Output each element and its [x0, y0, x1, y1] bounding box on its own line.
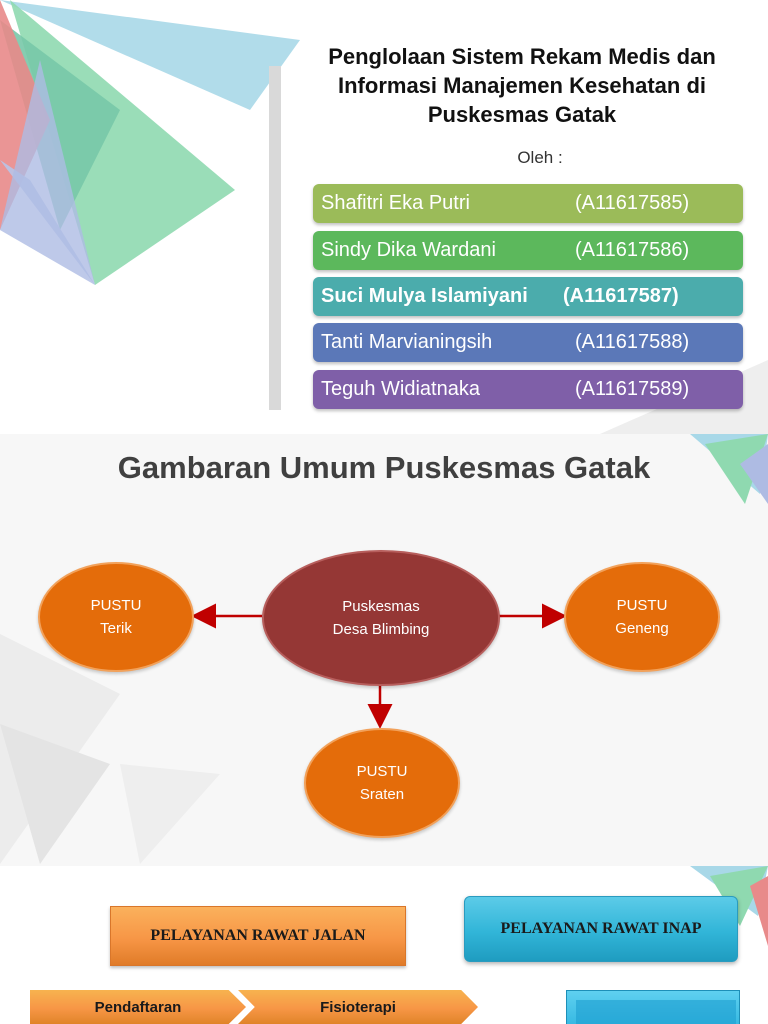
member-row: Tanti Marvianingsih (A11617588) — [313, 323, 743, 362]
member-name: Suci Mulya Islamiyani — [321, 285, 528, 307]
member-nim: (A11617589) — [575, 378, 690, 400]
rawat-inap-banner: PELAYANAN RAWAT INAP — [464, 896, 738, 962]
member-nim: (A11617585) — [575, 192, 690, 214]
member-row: Sindy Dika Wardani (A11617586) — [313, 231, 743, 270]
member-row: Suci Mulya Islamiyani (A11617587) — [313, 277, 743, 316]
member-name: Sindy Dika Wardani — [321, 239, 496, 261]
decorative-shapes — [0, 434, 768, 864]
slide-title: Penglolaan Sistem Rekam Medis dan Inform… — [0, 0, 768, 434]
node-pustu-terik: PUSTU Terik — [38, 562, 194, 672]
by-label: Oleh : — [517, 148, 563, 167]
slide-overview: Gambaran Umum Puskesmas Gatak PUSTU Teri… — [0, 434, 768, 866]
node-pustu-sraten: PUSTU Sraten — [304, 728, 460, 838]
slide-title: Gambaran Umum Puskesmas Gatak — [117, 450, 651, 485]
step-fisioterapi: Fisioterapi — [238, 990, 478, 1024]
member-nim: (A11617587) — [563, 285, 679, 307]
step-pendaftaran: Pendaftaran — [30, 990, 246, 1024]
member-name: Teguh Widiatnaka — [321, 378, 480, 400]
member-name: Tanti Marvianingsih — [321, 331, 493, 353]
rawat-inap-step-inner — [576, 1000, 736, 1024]
divider-bar — [269, 66, 281, 410]
node-pustu-geneng: PUSTU Geneng — [564, 562, 720, 672]
member-row: Shafitri Eka Putri (A11617585) — [313, 184, 743, 223]
slide-services: PELAYANAN RAWAT JALAN PELAYANAN RAWAT IN… — [0, 866, 768, 1024]
decorative-shapes — [690, 866, 768, 946]
member-nim: (A11617586) — [575, 239, 690, 261]
rawat-jalan-banner: PELAYANAN RAWAT JALAN — [110, 906, 406, 966]
member-row: Teguh Widiatnaka (A11617589) — [313, 370, 743, 409]
decorative-shapes — [0, 0, 768, 434]
presentation-title: Penglolaan Sistem Rekam Medis dan Inform… — [328, 44, 716, 127]
member-nim: (A11617588) — [575, 331, 690, 353]
node-puskesmas-center: Puskesmas Desa Blimbing — [262, 550, 500, 686]
member-name: Shafitri Eka Putri — [321, 192, 470, 214]
connector-arrows — [191, 603, 567, 729]
